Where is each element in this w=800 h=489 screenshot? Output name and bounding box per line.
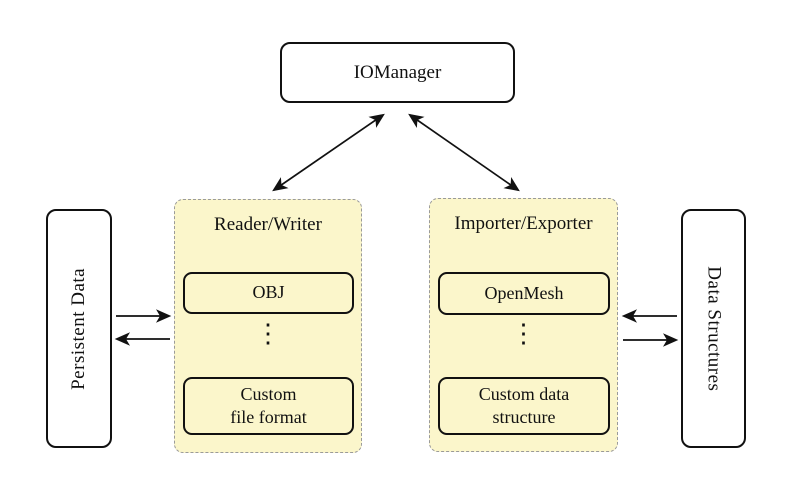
importer-exporter-group: Importer/Exporter OpenMesh ⋮ Custom data…: [429, 198, 618, 452]
openmesh-label: OpenMesh: [484, 282, 564, 303]
reader-writer-title: Reader/Writer: [214, 214, 322, 235]
importer-exporter-ellipsis: ⋮: [510, 319, 537, 348]
arrow-iomanager-readerwriter: [272, 113, 385, 192]
persistent-data-label: Persistent Data: [68, 267, 90, 390]
openmesh-node: OpenMesh: [438, 272, 610, 315]
importer-exporter-title: Importer/Exporter: [454, 213, 593, 234]
obj-node: OBJ: [183, 272, 354, 314]
arrow-iomanager-importerexporter: [408, 113, 520, 192]
custom-file-format-label: Custom file format: [230, 383, 307, 427]
persistent-data-node: Persistent Data: [46, 209, 112, 448]
reader-writer-ellipsis: ⋮: [255, 319, 281, 348]
iomanager-label: IOManager: [353, 61, 442, 83]
custom-data-structure-node: Custom data structure: [438, 377, 610, 435]
reader-writer-group: Reader/Writer OBJ ⋮ Custom file format: [174, 199, 362, 453]
custom-file-format-node: Custom file format: [183, 377, 354, 435]
obj-label: OBJ: [252, 282, 285, 303]
data-structures-label: Data Structures: [703, 265, 725, 392]
data-structures-node: Data Structures: [681, 209, 746, 448]
iomanager-node: IOManager: [280, 42, 515, 103]
custom-data-structure-label: Custom data structure: [478, 383, 570, 427]
